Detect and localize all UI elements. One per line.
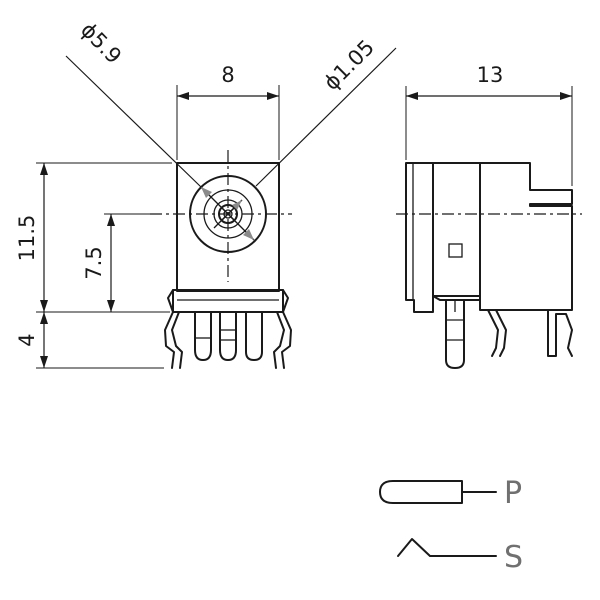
side-pin [445, 299, 465, 369]
height-label: 11.5 [15, 215, 39, 262]
dia-pin-arrow [232, 200, 242, 210]
side-main-body [432, 162, 481, 297]
side-front-flange [405, 162, 434, 313]
legend-spring-symbol [397, 538, 497, 557]
legend-spring-label: S [504, 540, 523, 575]
dia-outer-label: ϕ5.9 [76, 18, 126, 69]
front-view [65, 47, 397, 369]
side-view [396, 162, 582, 369]
legend-pin-symbol [379, 480, 463, 504]
dia-outer-arrow-b [243, 229, 254, 240]
width-arrow-right [267, 92, 279, 100]
dia-outer-leader [65, 55, 202, 188]
side-right-spring [547, 309, 573, 357]
pins-arrow-bottom [40, 356, 48, 368]
pins-height-label: 4 [15, 333, 39, 346]
center-arrow-top [107, 214, 115, 226]
front-pin-middle [219, 311, 237, 361]
height-arrow-top [40, 163, 48, 175]
front-right-spring [281, 289, 292, 369]
center-arrow-bottom [107, 300, 115, 312]
center-height-label: 7.5 [82, 246, 106, 279]
front-pin-right [245, 311, 263, 361]
height-arrow-bottom [40, 300, 48, 312]
width-arrow-left [177, 92, 189, 100]
front-pin-left [194, 311, 212, 361]
depth-arrow-right [560, 92, 572, 100]
depth-label: 13 [477, 63, 504, 87]
side-left-spring-inner [495, 309, 507, 357]
side-dimensions: 13 [405, 63, 573, 186]
front-left-spring-inner [171, 311, 183, 369]
legend-pin-label: P [504, 476, 522, 511]
dia-outer-arrow-a [201, 187, 212, 198]
depth-arrow-left [406, 92, 418, 100]
front-right-spring-inner [273, 311, 285, 369]
side-left-spring-outer [487, 309, 499, 357]
front-left-spring [164, 289, 175, 369]
side-body-bottom [432, 295, 481, 301]
side-rear-block [479, 162, 573, 311]
dia-pin-leader [255, 47, 397, 187]
legend: P S [379, 476, 523, 575]
side-square-marker [448, 243, 463, 258]
width-label: 8 [221, 63, 234, 87]
front-base [172, 289, 284, 313]
dia-outer-inner-line [200, 186, 255, 241]
dia-pin-label: ϕ1.05 [319, 35, 379, 95]
pins-arrow-top [40, 312, 48, 324]
